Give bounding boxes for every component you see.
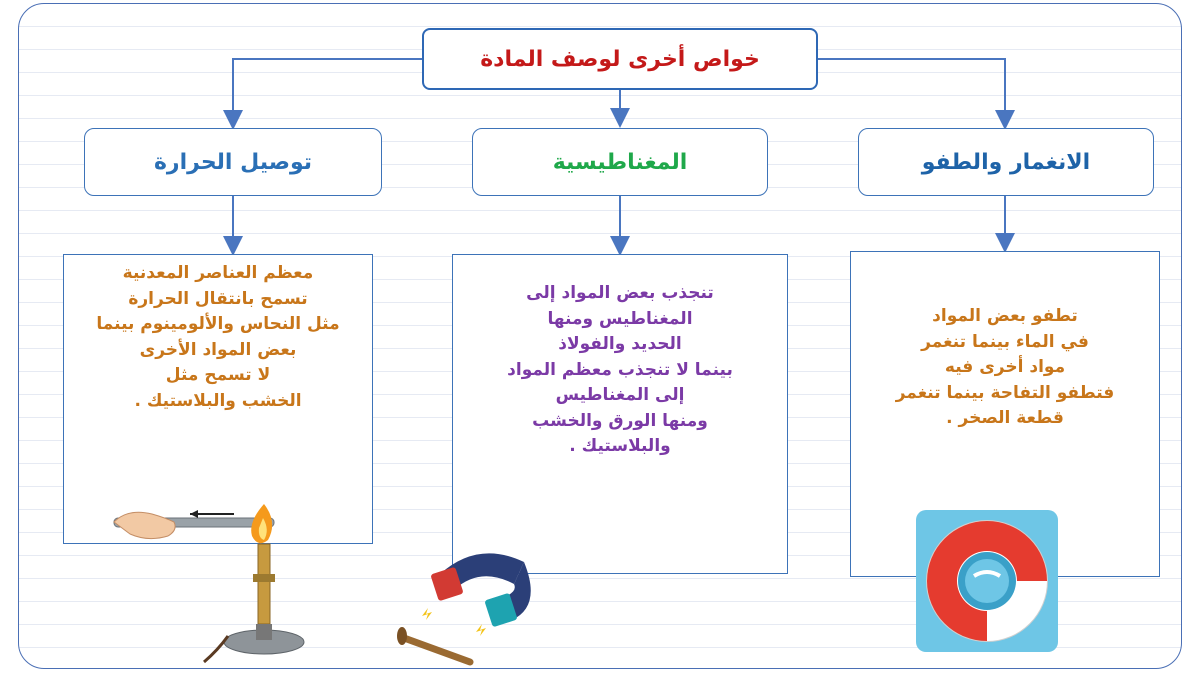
text-line: مواد أخرى فيه: [944, 357, 1066, 377]
text-line: مثل النحاس والألومينوم بينما: [96, 314, 340, 334]
text-line: فتطفو التفاحة بينما تنغمر: [895, 382, 1115, 403]
text-line: تطفو بعض المواد: [932, 306, 1078, 326]
text-line: ومنها الورق والخشب: [532, 410, 708, 431]
description-heat-conduction: معظم العناصر المعدنية تسمح بانتقال الحرا…: [63, 254, 373, 544]
text-line: بينما لا تنجذب معظم المواد: [507, 359, 733, 380]
text-line: المغناطيس ومنها: [547, 308, 693, 329]
text-line: قطعة الصخر .: [946, 408, 1064, 428]
connector-right: [818, 58, 1015, 130]
text-line: إلى المغناطيس: [555, 385, 685, 405]
horseshoe-magnet-icon: [397, 553, 531, 666]
bunsen-burner-icon: [113, 504, 305, 664]
text-line: الحديد والفولاذ: [558, 334, 682, 354]
text-line: الخشب والبلاستيك .: [134, 390, 302, 411]
description-magnetism: تنجذب بعض المواد إلى المغناطيس ومنها الح…: [452, 254, 788, 574]
text-line: تنجذب بعض المواد إلى: [526, 283, 714, 303]
text-line: معظم العناصر المعدنية: [122, 263, 314, 283]
text-line: في الماء بينما تنغمر: [921, 331, 1089, 352]
text-line: لا تسمح مثل: [165, 365, 271, 385]
category-heat-conduction: توصيل الحرارة: [84, 128, 382, 196]
text-line: تسمح بانتقال الحرارة: [128, 288, 308, 309]
life-ring-icon: [916, 510, 1058, 652]
connector-left: [223, 58, 422, 130]
category-floating-sinking: الانغمار والطفو: [858, 128, 1154, 196]
diagram-title: خواص أخرى لوصف المادة: [422, 28, 818, 90]
text-line: بعض المواد الأخرى: [139, 339, 297, 360]
text-line: والبلاستيك .: [569, 436, 671, 456]
category-magnetism: المغناطيسية: [472, 128, 768, 196]
